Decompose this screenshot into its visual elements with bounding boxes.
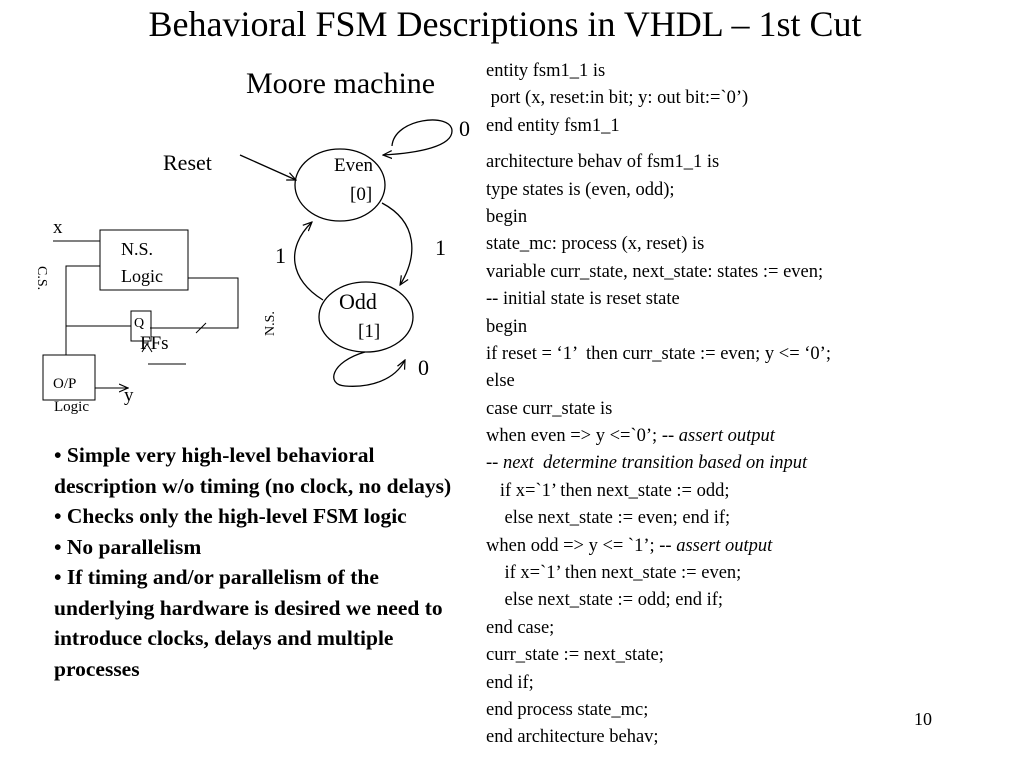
code-text: when odd => y <= `1’; -- [486,535,677,556]
code-line: end entity fsm1_1 [486,115,620,136]
state-even-output: [0] [350,184,372,205]
code-line: end case; [486,615,831,642]
code-line: begin [486,204,831,231]
page-number: 10 [914,709,932,729]
code-text: -- initial state is reset state [486,289,680,310]
code-text: variable curr_state, next_state: states … [486,261,824,282]
code-line: curr_state := next_state; [486,642,831,669]
bullet-item: • Checks only the high-level FSM logic [54,504,407,528]
code-text: end if; [486,672,534,693]
code-line: else next_state := odd; end if; [486,587,831,614]
ff-q-label: Q [134,316,144,331]
state-odd-output: [1] [358,321,380,342]
code-comment: next determine transition based on input [502,453,808,474]
code-comment: assert output [676,535,773,556]
code-line: end architecture behav; [486,724,831,751]
state-odd [318,281,414,353]
code-line: end process state_mc; [486,697,831,724]
code-line: end if; [486,670,831,697]
code-line: entity fsm1_1 is [486,61,606,81]
even-to-odd-label: 1 [435,235,446,260]
code-line: if x=`1’ then next_state := even; [486,560,831,587]
code-line: else next_state := even; end if; [486,505,831,532]
code-line: type states is (even, odd); [486,177,831,204]
code-text: case curr_state is [486,398,613,419]
code-text: end architecture behav; [486,727,659,748]
code-line: begin [486,314,831,341]
code-text: curr_state := next_state; [486,645,664,666]
code-line: when even => y <=`0’; -- assert output [486,423,831,450]
code-text: begin [486,206,528,227]
cs-feedback-wire [65,265,131,327]
state-even [294,148,386,222]
op-logic-block [42,354,96,401]
vhdl-code: entity fsm1_1 is port (x, reset:in bit; … [486,58,831,747]
diagram-heading: Moore machine [246,67,436,100]
ff-clock-mark [141,343,153,353]
ns-logic-label-1: N.S. [121,239,153,259]
code-line: when odd => y <= `1’; -- assert output [486,533,831,560]
code-text: end case; [486,617,555,638]
code-line: state_mc: process (x, reset) is [486,231,831,258]
ns-label: N.S. [263,311,278,336]
code-text: end process state_mc; [486,699,649,720]
state-odd-name: Odd [339,289,377,314]
code-text: if reset = ‘1’ then curr_state := even; … [486,343,831,364]
code-line: -- next determine transition based on in… [486,450,831,477]
code-line: case curr_state is [486,396,831,423]
cs-label: C.S. [34,266,49,290]
ns-logic-label-2: Logic [121,266,163,286]
bullet-text: If timing and/or parallelism of the unde… [54,565,443,681]
ffs-label: FFs [140,333,169,354]
output-y-label: y [124,385,134,406]
code-line: if x=`1’ then next_state := odd; [486,478,831,505]
code-text: if x=`1’ then next_state := odd; [486,480,730,501]
ns-logic-block [99,229,189,291]
code-text: -- [486,453,503,474]
bullet-text: Checks only the high-level FSM logic [66,504,407,528]
fsm-diagram: Even [0] Odd [1] Reset 0 1 1 0 x N.S. Lo… [34,116,470,415]
reset-arrow [239,154,296,180]
input-x-label: x [53,217,63,238]
ns-bus-tick [195,322,207,334]
code-text: state_mc: process (x, reset) is [486,234,705,255]
code-text: type states is (even, odd); [486,179,675,200]
code-text: if x=`1’ then next_state := even; [486,563,742,584]
op-logic-label-1: O/P [53,376,76,392]
slide-title: Behavioral FSM Descriptions in VHDL – 1s… [148,4,862,44]
even-self-label: 0 [459,116,470,141]
reset-label: Reset [163,150,212,175]
even-to-odd-arrow [381,202,413,285]
code-text: begin [486,316,528,337]
architecture-block: architecture behav of fsm1_1 is type stat… [486,149,831,747]
op-logic-label-2: Logic [54,399,89,415]
state-even-name: Even [334,155,374,176]
bullet-item: • No parallelism [54,534,202,559]
odd-to-even-label: 1 [275,243,286,268]
code-text: architecture behav of fsm1_1 is [486,152,720,173]
bullet-list: • Simple very high-level behavioral desc… [54,440,454,684]
bullet-item: • Simple very high-level behavioral desc… [54,443,452,498]
odd-self-label: 0 [418,355,429,380]
bullet-item: • If timing and/or parallelism of the un… [54,565,443,681]
odd-self-loop [333,351,405,387]
code-gap [486,140,831,149]
odd-to-even-arrow [293,222,324,301]
code-line: else [486,368,831,395]
code-line: -- initial state is reset state [486,286,831,313]
bullet-text: No parallelism [66,534,202,559]
bullet-text: Simple very high-level behavioral descri… [54,443,452,498]
code-text: else next_state := odd; end if; [486,590,724,611]
code-line: architecture behav of fsm1_1 is [486,149,831,176]
code-comment: assert output [678,426,775,447]
code-text: else next_state := even; end if; [486,508,731,529]
code-text: when even => y <=`0’; -- [486,426,679,447]
code-line: variable curr_state, next_state: states … [486,259,831,286]
ns-wire [150,277,239,329]
code-text: else [486,371,515,392]
code-line: if reset = ‘1’ then curr_state := even; … [486,341,831,368]
even-self-loop [383,119,453,155]
code-line: port (x, reset:in bit; y: out bit:=`0’) [486,88,749,109]
